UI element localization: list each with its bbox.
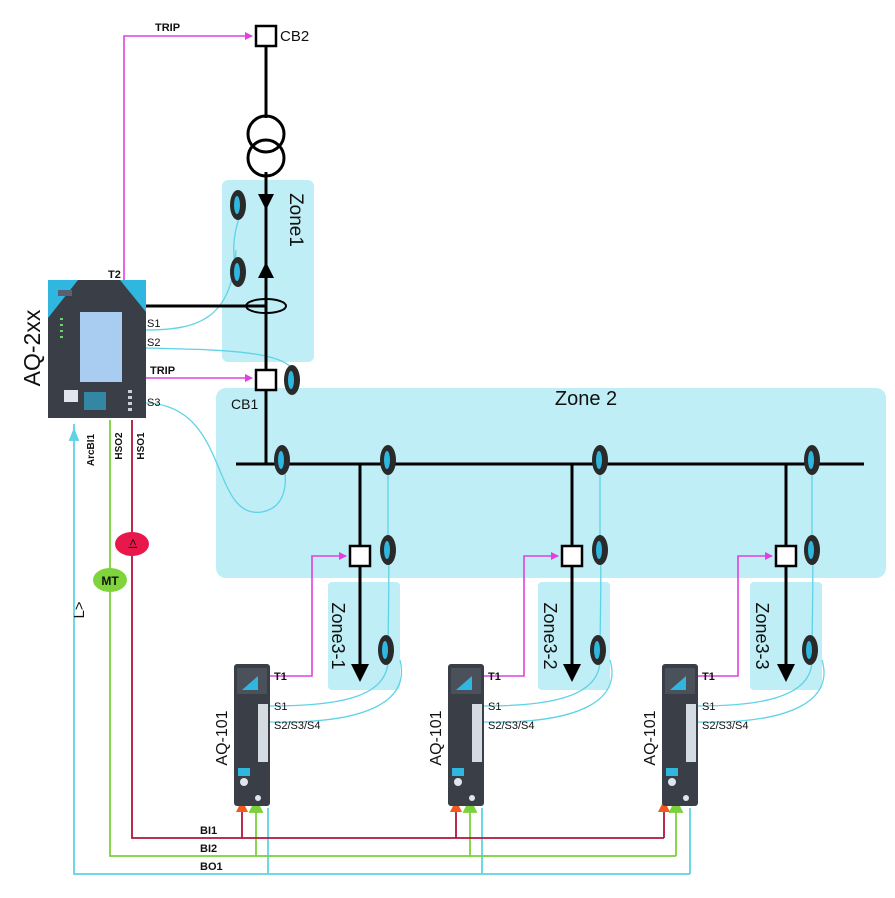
arc-sensor-icon [590, 635, 606, 665]
sub-relay-3-s234: S2/S3/S4 [702, 720, 748, 732]
main-relay-device[interactable] [48, 280, 146, 418]
zone3-2-area [538, 582, 610, 690]
breaker-feeder-2[interactable] [560, 544, 584, 568]
feeder-arrows [258, 194, 795, 682]
trip-top-label: TRIP [155, 22, 180, 34]
arc-sensor-icon [804, 445, 820, 475]
sub-relay-1-s1: S1 [274, 701, 287, 713]
breaker-feeder-3[interactable] [774, 544, 798, 568]
arc-sensor-icon [380, 445, 396, 475]
t2-label: T2 [108, 269, 121, 281]
bo1-line [68, 424, 691, 875]
zone3-2-label: Zone3-2 [540, 602, 560, 669]
sub-relay-3-t1: T1 [702, 671, 715, 683]
zone3-3-label: Zone3-3 [752, 602, 772, 669]
sub-relay-2-t1: T1 [488, 671, 501, 683]
breaker-cb2[interactable] [254, 24, 278, 48]
bi1-label: BI1 [200, 825, 217, 837]
zone3-1-area [328, 582, 400, 690]
sub-relay-2-s1: S1 [488, 701, 501, 713]
sub-relay-2-name: AQ-101 [428, 710, 445, 765]
breaker-cb1[interactable] [254, 368, 278, 392]
arc-sensor-icon [380, 535, 396, 565]
arcbi1-label: ArcBI1 [86, 433, 97, 466]
sub-relay-1-name: AQ-101 [214, 710, 231, 765]
bi2-label: BI2 [200, 843, 217, 855]
mt-indicator-label: MT [101, 574, 119, 588]
zone2-label: Zone 2 [555, 388, 617, 410]
arc-sensor-icon [804, 535, 820, 565]
light-indicator-label: L> [71, 601, 88, 618]
sub-relay-2-s234: S2/S3/S4 [488, 720, 534, 732]
arc-sensor-icon [230, 257, 246, 287]
transformer-icon [246, 114, 286, 178]
breaker-feeder-1[interactable] [348, 544, 372, 568]
hso1-label: HSO1 [136, 432, 147, 460]
sub-relay-1-s234: S2/S3/S4 [274, 720, 320, 732]
current-indicator-label: I> [126, 539, 140, 549]
zone2-area [216, 388, 886, 578]
current-indicator-badge [115, 532, 149, 556]
s1-label: S1 [147, 318, 160, 330]
cb2-label: CB2 [280, 28, 309, 45]
arc-sensor-icon [230, 190, 246, 220]
bo1-label: BO1 [200, 861, 223, 873]
zone3-1-label: Zone3-1 [328, 602, 348, 669]
sub-relay-3-name: AQ-101 [642, 710, 659, 765]
trip-lines [123, 32, 773, 677]
arc-sensor-icon [284, 365, 300, 395]
sub-relay-device-1[interactable] [234, 664, 270, 806]
s2-label: S2 [147, 337, 160, 349]
sub-relay-3-s1: S1 [702, 701, 715, 713]
sub-relay-1-t1: T1 [274, 671, 287, 683]
bi1-line [131, 420, 665, 839]
arc-sensor-icon [378, 635, 394, 665]
sub-relay-device-3[interactable] [662, 664, 698, 806]
arc-sensor-icon [592, 535, 608, 565]
mt-indicator-badge [93, 568, 127, 592]
zone1-label: Zone1 [285, 193, 306, 247]
arc-sensor-icon [802, 635, 818, 665]
main-relay-name: AQ-2xx [19, 309, 45, 386]
s3-label: S3 [147, 397, 160, 409]
cb1-label: CB1 [231, 396, 258, 412]
hso2-label: HSO2 [114, 432, 125, 460]
trip-cb1-label: TRIP [150, 365, 175, 377]
arc-sensor-icon [592, 445, 608, 475]
arc-sensor-icon [274, 445, 290, 475]
sub-relay-device-2[interactable] [448, 664, 484, 806]
arc-sensors [230, 190, 820, 665]
current-transformer [245, 298, 287, 314]
